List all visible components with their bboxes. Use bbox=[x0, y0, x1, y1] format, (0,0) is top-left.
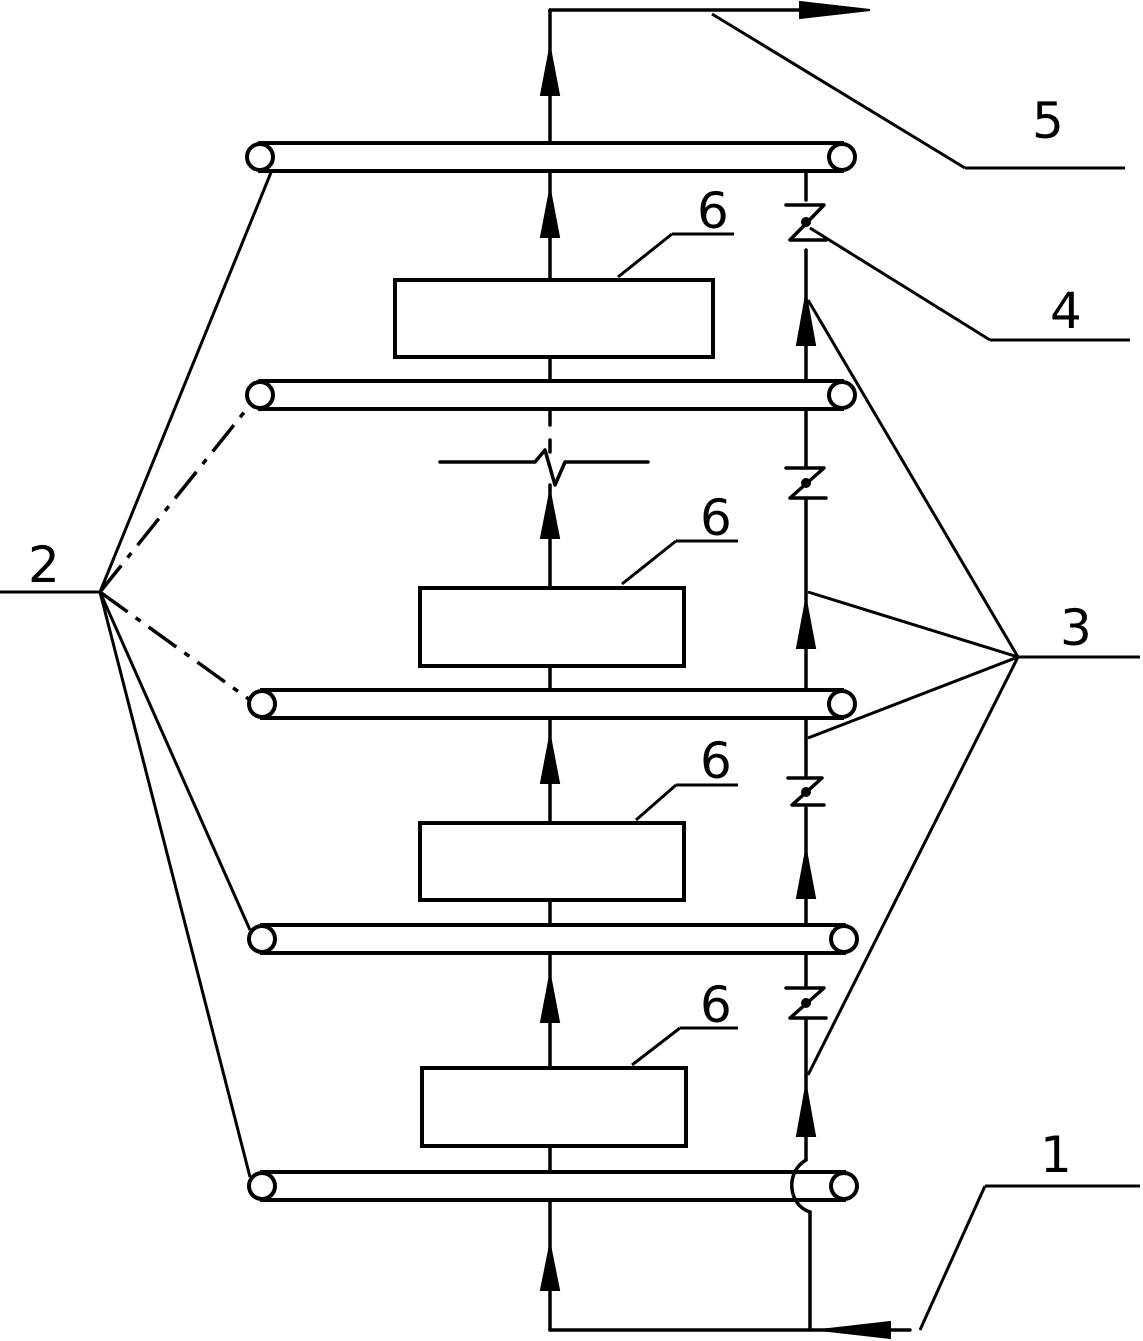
beam-5 bbox=[247, 1170, 859, 1202]
leader-2 bbox=[0, 169, 274, 1178]
label-5: 5 bbox=[1032, 92, 1064, 150]
leader-4 bbox=[809, 226, 1130, 342]
beam-1 bbox=[245, 141, 857, 173]
valve-3 bbox=[784, 466, 828, 500]
valve-2 bbox=[786, 776, 826, 807]
label-6-lower-middle: 6 bbox=[700, 732, 732, 790]
valve-1 bbox=[784, 986, 828, 1020]
unit-box-4 bbox=[420, 1066, 688, 1148]
label-6-top: 6 bbox=[697, 182, 729, 240]
label-4: 4 bbox=[1050, 282, 1082, 340]
label-6-upper-middle: 6 bbox=[700, 489, 732, 547]
valve-4 bbox=[784, 203, 828, 242]
central-arrows bbox=[539, 47, 561, 1291]
label-1: 1 bbox=[1040, 1126, 1072, 1184]
beam-2 bbox=[245, 379, 857, 411]
leader-5 bbox=[711, 12, 1125, 170]
label-3: 3 bbox=[1060, 599, 1092, 657]
inlet-pipe bbox=[548, 1158, 912, 1340]
label-2: 2 bbox=[28, 536, 60, 594]
break-symbol bbox=[438, 448, 650, 487]
leader-3 bbox=[806, 299, 1140, 1076]
unit-box-3 bbox=[418, 821, 686, 902]
leader-1 bbox=[918, 1184, 1140, 1331]
beam-3 bbox=[247, 688, 857, 720]
unit-box-1 bbox=[393, 278, 715, 359]
outlet-pipe bbox=[548, 0, 871, 20]
label-6-bottom: 6 bbox=[700, 976, 732, 1034]
leader-6 bbox=[617, 232, 738, 1067]
bypass-arrows bbox=[795, 294, 817, 1137]
beam-4 bbox=[247, 923, 859, 955]
unit-box-2 bbox=[418, 586, 686, 668]
